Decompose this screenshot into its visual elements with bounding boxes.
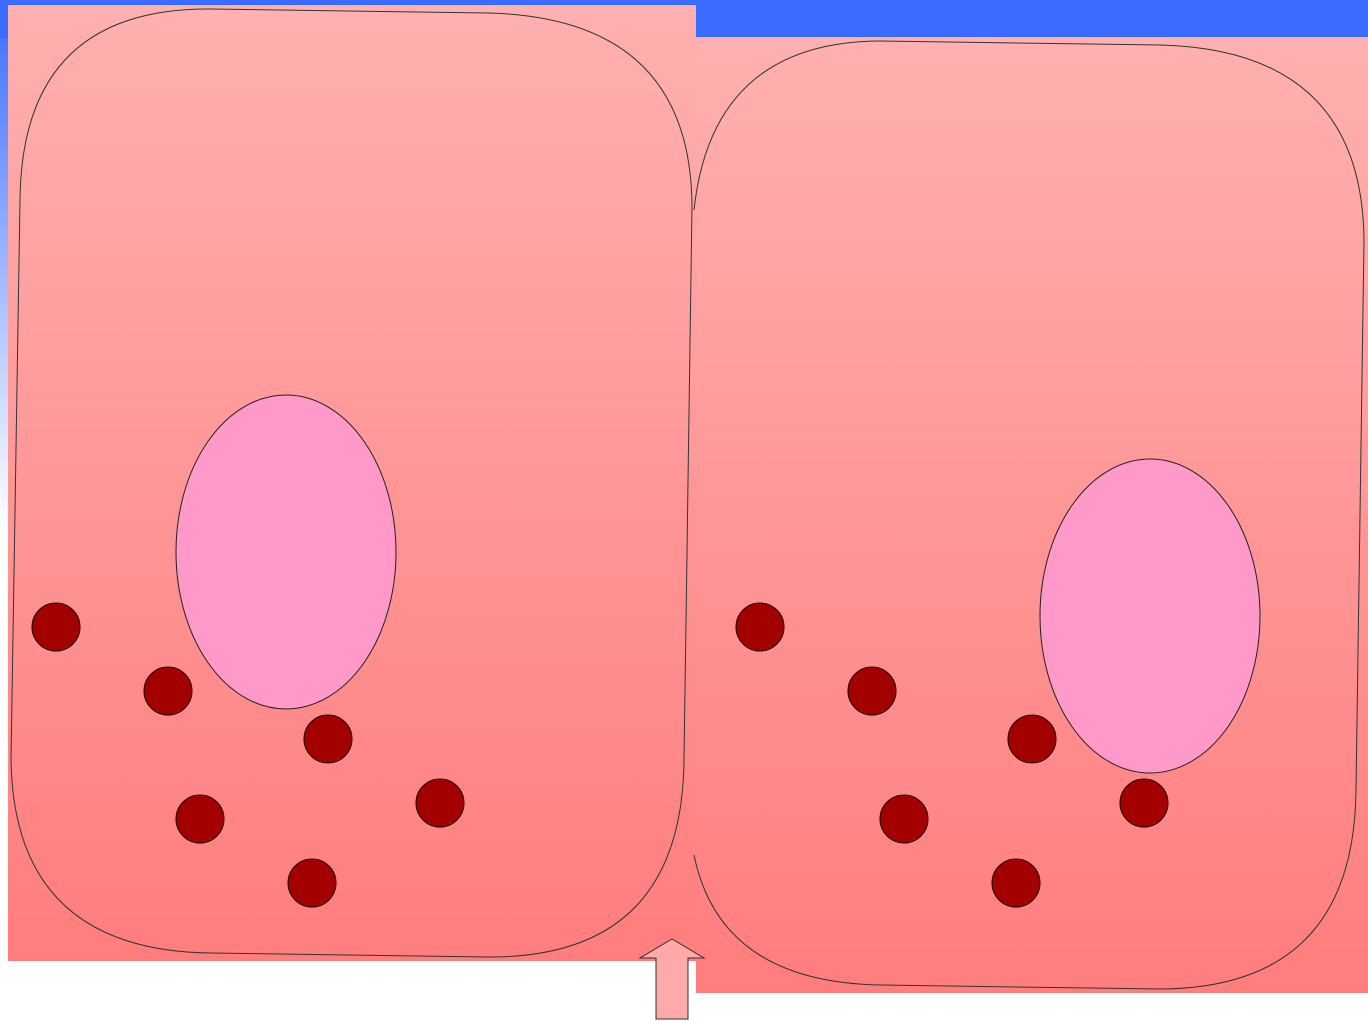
- granule: [848, 667, 896, 715]
- granule: [992, 859, 1040, 907]
- granule: [1120, 779, 1168, 827]
- granule: [736, 603, 784, 651]
- granule: [880, 795, 928, 843]
- granule: [1008, 715, 1056, 763]
- granule: [144, 667, 192, 715]
- right-panel: [696, 37, 1368, 993]
- granule: [288, 859, 336, 907]
- left-cell-nucleus: [176, 395, 396, 709]
- granule: [32, 603, 80, 651]
- granule: [304, 715, 352, 763]
- right-cell-nucleus: [1040, 459, 1260, 773]
- granule: [176, 795, 224, 843]
- granule: [416, 779, 464, 827]
